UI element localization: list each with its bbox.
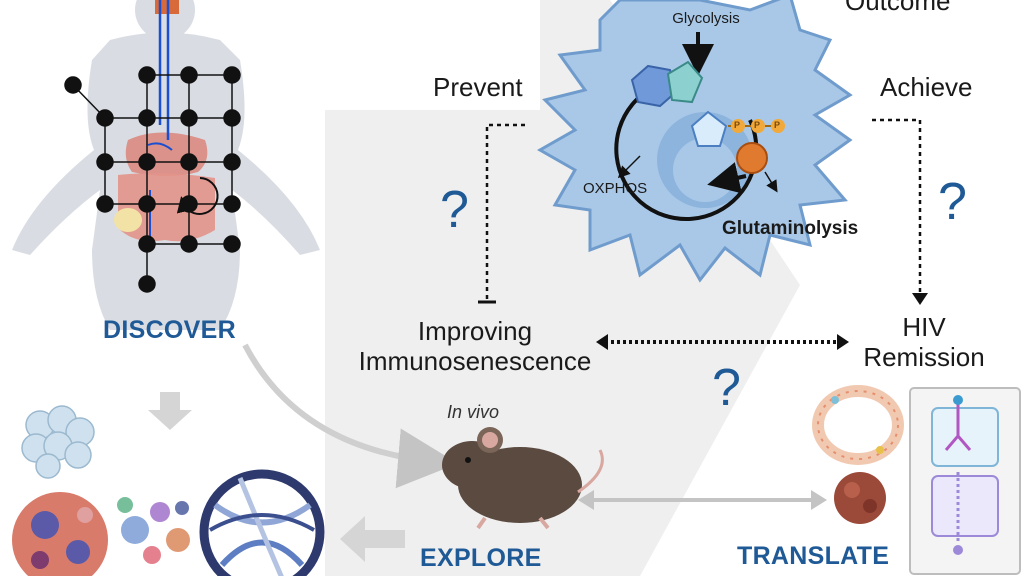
hiv-label-line2: Remission (863, 342, 985, 372)
left-arrow (340, 516, 405, 562)
mouse-icon (442, 427, 604, 530)
phosphate-label-1: P (734, 120, 741, 130)
left-gray-arrowhead (578, 490, 594, 510)
umap-clusters-icon (117, 497, 190, 564)
hiv-label-line1: HIV (902, 312, 946, 342)
left-arrowhead (596, 334, 608, 350)
achieve-arrowhead (912, 293, 928, 305)
discover-to-explore-arrow (242, 343, 458, 489)
metabolic-cycle (614, 32, 785, 221)
explore-label: EXPLORE (420, 544, 542, 572)
outcome-label: Outcome (845, 0, 951, 16)
achieve-connector (872, 118, 922, 295)
right-gray-arrowhead (811, 490, 827, 510)
human-body-icon (12, 0, 320, 330)
achieve-label: Achieve (880, 72, 973, 102)
prevent-inhibition-connector (485, 123, 525, 300)
question-mark-achieve: ? (938, 173, 967, 231)
phosphate-label-3: P (774, 120, 781, 130)
oxphos-label: OXPHOS (583, 180, 648, 197)
discover-label: DISCOVER (103, 316, 236, 344)
organoid-ring-icon (812, 385, 904, 465)
phosphate-label-2: P (754, 120, 761, 130)
question-mark-center: ? (712, 359, 741, 417)
translate-label: TRANSLATE (737, 542, 890, 570)
organoid-icon (834, 472, 886, 524)
cell-cluster-icon (21, 405, 95, 479)
improving-label-line2: Immunosenescence (358, 346, 592, 376)
glutaminolysis-label: Glutaminolysis (722, 218, 859, 239)
in-vivo-label: In vivo (447, 402, 500, 422)
improving-label-line1: Improving (417, 316, 533, 346)
spatial-omics-icon (12, 492, 108, 576)
prevent-label: Prevent (433, 72, 523, 102)
down-arrow (148, 392, 192, 430)
circos-plot-icon (199, 469, 325, 576)
right-arrowhead (837, 334, 849, 350)
glycolysis-label: Glycolysis (672, 10, 740, 27)
organ-on-chip-icon (909, 387, 1021, 575)
network-graph (64, 66, 241, 293)
question-mark-prevent: ? (440, 181, 469, 239)
